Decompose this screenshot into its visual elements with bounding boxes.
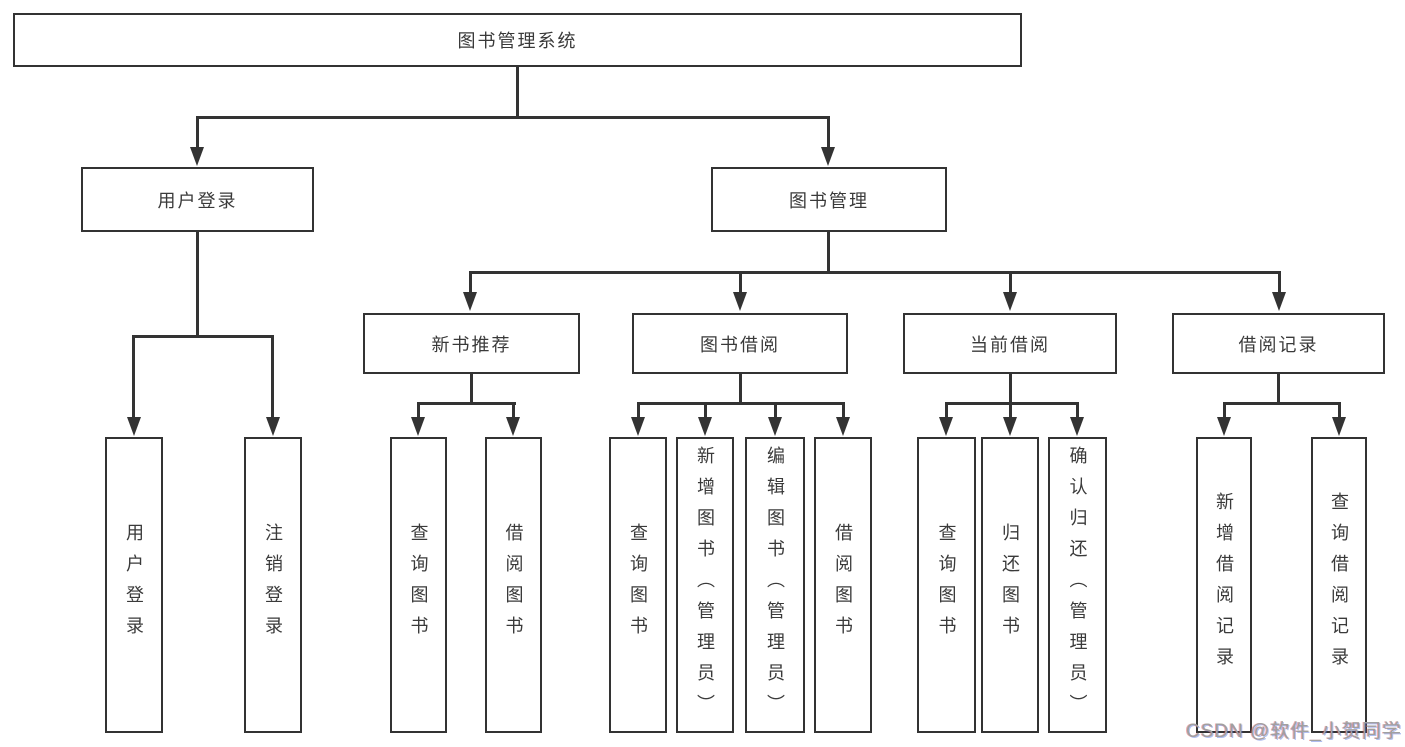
connector-vline (1223, 404, 1226, 419)
arrow-down-icon (1272, 292, 1286, 311)
connector-hline (132, 335, 274, 338)
leaf-add-books-admin: 新增图书（管理员） (676, 437, 734, 733)
arrow-down-icon (698, 417, 712, 436)
leaf-query-books-current: 查询图书 (917, 437, 976, 733)
connector-vline (271, 337, 274, 419)
connector-vline (704, 404, 707, 419)
arrow-down-icon (733, 292, 747, 311)
arrow-down-icon (1003, 417, 1017, 436)
arrow-down-icon (127, 417, 141, 436)
arrow-down-icon (266, 417, 280, 436)
connector-hline (1223, 402, 1341, 405)
connector-vline (1338, 404, 1341, 419)
node-current-borrowing: 当前借阅 (903, 313, 1117, 374)
connector-vline (1009, 273, 1012, 295)
connector-vline (739, 273, 742, 295)
node-borrowing-records: 借阅记录 (1172, 313, 1385, 374)
node-book-borrowing: 图书借阅 (632, 313, 848, 374)
arrow-down-icon (463, 292, 477, 311)
arrow-down-icon (1003, 292, 1017, 311)
connector-vline (1009, 404, 1012, 419)
connector-vline (842, 404, 845, 419)
connector-hline (196, 116, 830, 119)
connector-vline (132, 337, 135, 419)
connector-vline (196, 232, 199, 338)
leaf-return-books: 归还图书 (981, 437, 1039, 733)
arrow-down-icon (631, 417, 645, 436)
connector-vline (469, 273, 472, 295)
connector-vline (945, 404, 948, 419)
arrow-down-icon (768, 417, 782, 436)
leaf-confirm-return-admin: 确认归还（管理员） (1048, 437, 1107, 733)
node-user-login: 用户登录 (81, 167, 314, 232)
leaf-user-login: 用户登录 (105, 437, 163, 733)
arrow-down-icon (1070, 417, 1084, 436)
node-new-book-recommendation: 新书推荐 (363, 313, 580, 374)
leaf-edit-books-admin: 编辑图书（管理员） (745, 437, 805, 733)
connector-hline (945, 402, 1079, 405)
leaf-borrow-books: 借阅图书 (814, 437, 872, 733)
leaf-borrow-books-recommend: 借阅图书 (485, 437, 542, 733)
connector-hline (637, 402, 845, 405)
connector-vline (196, 117, 199, 151)
arrow-down-icon (836, 417, 850, 436)
connector-vline (1278, 273, 1281, 295)
arrow-down-icon (1332, 417, 1346, 436)
arrow-down-icon (506, 417, 520, 436)
watermark: CSDN @软件_小贺同学 (1186, 721, 1402, 742)
leaf-query-borrow-record: 查询借阅记录 (1311, 437, 1367, 733)
arrow-down-icon (190, 147, 204, 166)
connector-vline (512, 404, 515, 419)
connector-vline (470, 374, 473, 404)
connector-vline (827, 232, 830, 273)
connector-vline (1076, 404, 1079, 419)
connector-vline (1277, 374, 1280, 404)
connector-vline (739, 374, 742, 404)
connector-hline (469, 271, 1281, 274)
connector-vline (516, 65, 519, 119)
node-book-management: 图书管理 (711, 167, 947, 232)
leaf-add-borrow-record: 新增借阅记录 (1196, 437, 1252, 733)
connector-vline (1009, 374, 1012, 404)
leaf-query-books-recommend: 查询图书 (390, 437, 447, 733)
leaf-query-books-borrow: 查询图书 (609, 437, 667, 733)
arrow-down-icon (821, 147, 835, 166)
arrow-down-icon (1217, 417, 1231, 436)
connector-vline (774, 404, 777, 419)
connector-vline (827, 117, 830, 151)
leaf-logout: 注销登录 (244, 437, 302, 733)
arrow-down-icon (411, 417, 425, 436)
connector-vline (417, 404, 420, 419)
connector-hline (417, 402, 516, 405)
arrow-down-icon (939, 417, 953, 436)
connector-vline (637, 404, 640, 419)
node-root: 图书管理系统 (13, 13, 1022, 67)
